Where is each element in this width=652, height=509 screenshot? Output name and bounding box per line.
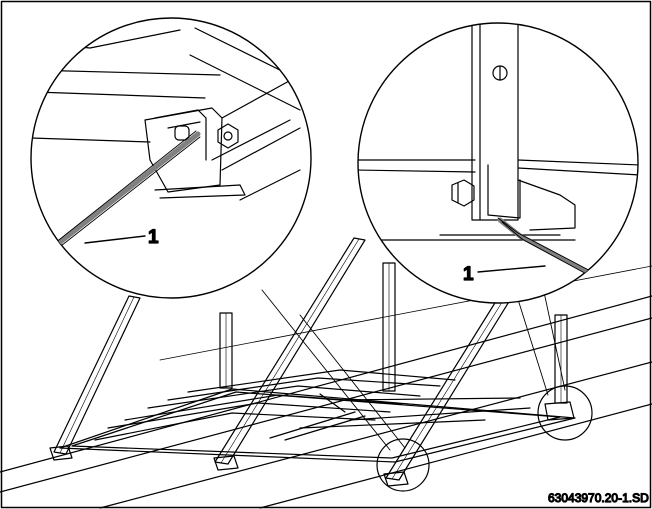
detail-view-right: 1 bbox=[357, 22, 639, 304]
reference-code: 63043970.20-1.SD bbox=[548, 491, 649, 505]
foot-clamps bbox=[49, 401, 575, 487]
zoom-marker-left bbox=[376, 438, 430, 492]
callout-1-right: 1 bbox=[463, 264, 474, 285]
callout-1-left: 1 bbox=[148, 227, 159, 248]
mounting-frame bbox=[49, 237, 576, 487]
diagonal-struts bbox=[53, 237, 511, 481]
grounding-strap-left bbox=[47, 130, 201, 254]
detail-view-left: 1 bbox=[30, 17, 312, 299]
zoom-marker-right bbox=[537, 385, 593, 441]
